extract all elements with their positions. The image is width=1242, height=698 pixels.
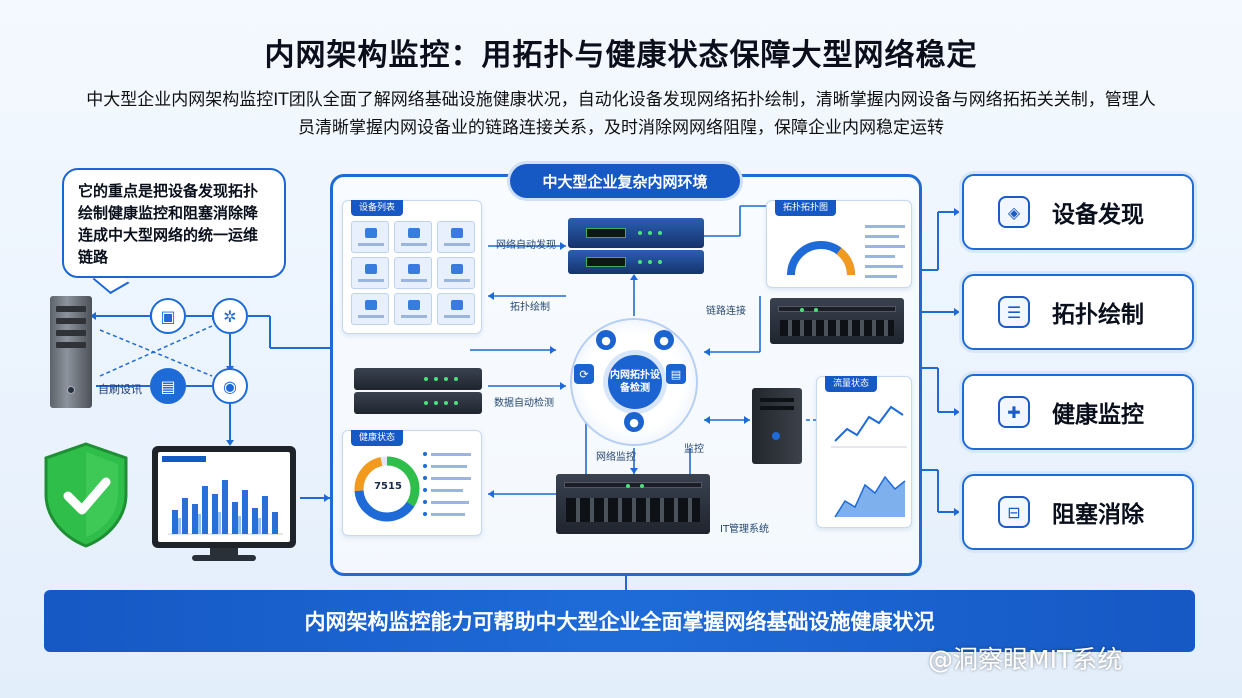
firewall-device-right bbox=[770, 298, 904, 344]
topology-card-title: 拓扑拓扑图 bbox=[775, 200, 837, 216]
shield-health-icon: ✚ bbox=[998, 396, 1030, 428]
summary-banner: 内网架构监控能力可帮助中大型企业全面掌握网络基础设施健康状况 bbox=[44, 590, 1195, 652]
flow-label-auto-discovery: 网络自动发现 bbox=[496, 240, 556, 251]
switch-device-bottom bbox=[568, 250, 704, 274]
feature-label: 阻塞消除 bbox=[1052, 502, 1144, 528]
monitor-stand bbox=[210, 548, 238, 556]
dashboard-monitor bbox=[152, 446, 296, 548]
hub-node-bottom-icon: ● bbox=[624, 412, 644, 432]
flow-label-it-system: IT管理系统 bbox=[720, 524, 770, 535]
feature-device-discovery[interactable]: ◈ 设备发现 bbox=[962, 174, 1194, 250]
auto-discovery-label: 自刷设讯 bbox=[98, 383, 142, 396]
network-node-icon: ✲ bbox=[212, 298, 248, 334]
user-node-icon: ◉ bbox=[212, 368, 248, 404]
feature-label: 拓扑绘制 bbox=[1052, 302, 1144, 328]
shield-check-icon bbox=[44, 442, 128, 548]
flow-label-network-monitor: 网络监控 bbox=[596, 452, 636, 463]
folder-node-icon: ▤ bbox=[150, 368, 186, 404]
flow-label-link: 链路连接 bbox=[706, 306, 746, 317]
hub-node-top-left-icon: ● bbox=[596, 330, 616, 350]
health-card-title: 健康状态 bbox=[351, 430, 404, 446]
layers-icon: ◈ bbox=[998, 196, 1030, 228]
core-switch-device bbox=[556, 474, 710, 534]
health-score: 7515 bbox=[374, 481, 402, 492]
flow-label-topology: 拓扑绘制 bbox=[510, 302, 550, 313]
server-tower-icon bbox=[50, 296, 92, 408]
device-node-icon: ▣ bbox=[150, 298, 186, 334]
hub-node-right-icon: ▤ bbox=[666, 364, 686, 384]
workstation-pc-icon bbox=[752, 388, 802, 464]
document-icon: ☰ bbox=[998, 296, 1030, 328]
panel-title: 中大型企业复杂内网环境 bbox=[510, 164, 740, 198]
switch-device-top bbox=[568, 218, 704, 248]
feature-block-elimination[interactable]: ⊟ 阻塞消除 bbox=[962, 474, 1194, 550]
traffic-card-title: 流量状态 bbox=[825, 376, 878, 392]
page-subtitle: 中大型企业内网架构监控IT团队全面了解网络基础设施健康状况，自动化设备发现网络拓… bbox=[86, 90, 1156, 138]
traffic-status-card: 流量状态 bbox=[816, 376, 912, 528]
hub-center: 内网拓扑设备检测 bbox=[608, 355, 662, 409]
hub-node-left-icon: ⟳ bbox=[574, 364, 594, 384]
hub-node-top-right-icon: ● bbox=[654, 330, 674, 350]
topology-card: 拓扑拓扑图 bbox=[766, 200, 912, 288]
device-list-card-title: 设备列表 bbox=[351, 200, 404, 216]
router-device-left-top bbox=[354, 368, 482, 390]
monitor-base bbox=[192, 555, 256, 561]
flow-label-data-detect: 数据自动检测 bbox=[494, 398, 554, 409]
health-status-card: 健康状态 7515 bbox=[342, 430, 482, 536]
callout-bubble: 它的重点是把设备发现拓扑绘制健康监控和阻塞消除降连成中大型网络的统一运维链路 bbox=[62, 168, 286, 278]
feature-health-monitoring[interactable]: ✚ 健康监控 bbox=[962, 374, 1194, 450]
feature-label: 健康监控 bbox=[1052, 402, 1144, 428]
router-device-left-bottom bbox=[354, 392, 482, 414]
page-title: 内网架构监控：用拓扑与健康状态保障大型网络稳定 bbox=[264, 38, 978, 73]
unblock-icon: ⊟ bbox=[998, 496, 1030, 528]
feature-topology-drawing[interactable]: ☰ 拓扑绘制 bbox=[962, 274, 1194, 350]
watermark-text: @洞察眼MIT系统 bbox=[928, 645, 1123, 674]
feature-label: 设备发现 bbox=[1052, 202, 1144, 228]
device-list-card: 设备列表 bbox=[342, 200, 482, 334]
flow-label-monitor: 监控 bbox=[684, 444, 704, 455]
